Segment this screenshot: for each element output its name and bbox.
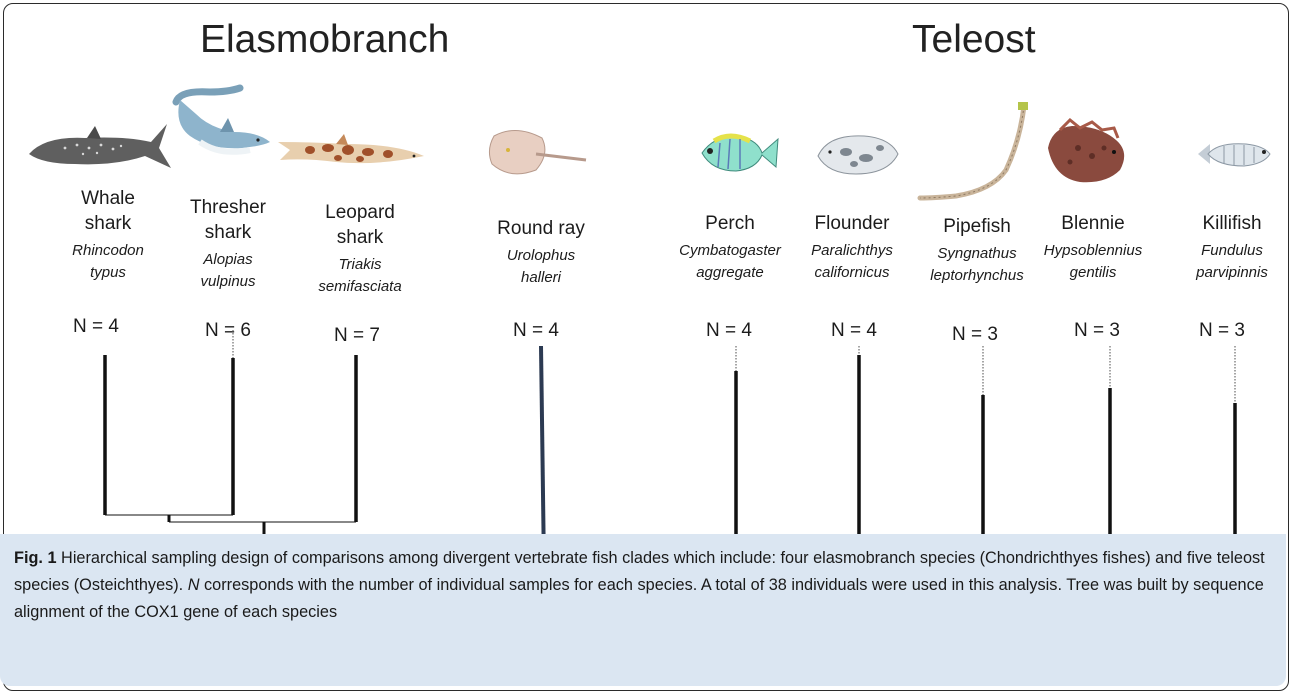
caption-italic-n: N — [188, 576, 200, 594]
figure-caption: Fig. 1 Hierarchical sampling design of c… — [14, 545, 1276, 626]
caption-text-2: corresponds with the number of individua… — [14, 576, 1264, 621]
phylogenetic-tree — [0, 0, 1293, 600]
figure-label: Fig. 1 — [14, 549, 57, 567]
